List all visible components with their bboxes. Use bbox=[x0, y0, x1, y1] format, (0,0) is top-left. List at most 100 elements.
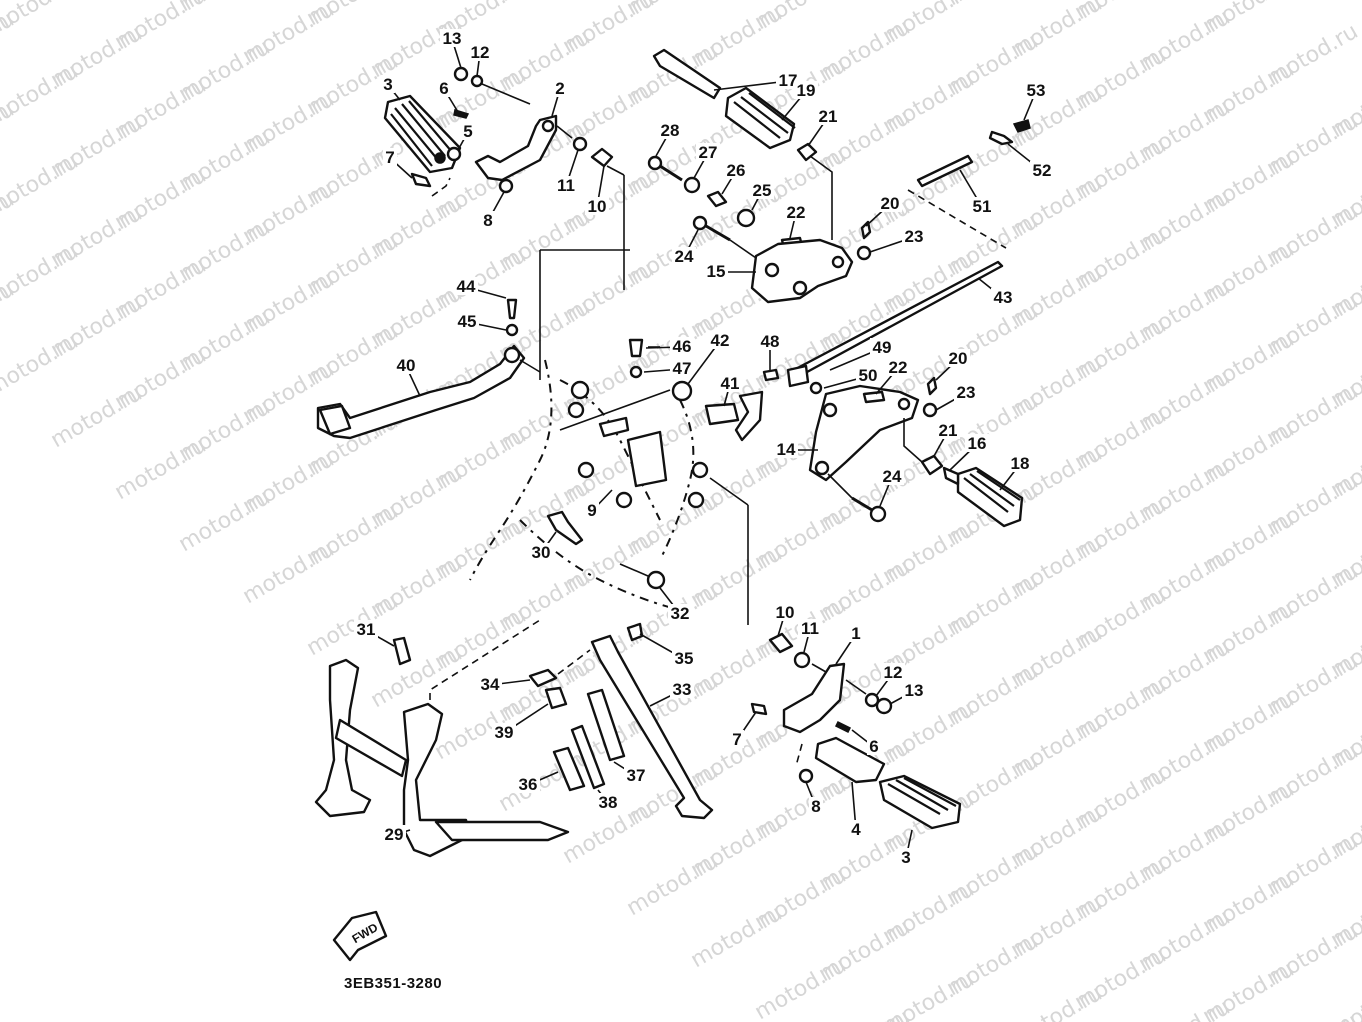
washer-part-47[interactable] bbox=[629, 365, 643, 379]
callout-part-number[interactable]: 51 bbox=[973, 197, 992, 216]
callout-part-number[interactable]: 25 bbox=[753, 181, 772, 200]
cotter-part-53[interactable] bbox=[1012, 119, 1031, 133]
callout-part-number[interactable]: 2 bbox=[555, 79, 564, 98]
callout-part-number[interactable]: 22 bbox=[889, 358, 908, 377]
plunger-part-7-b[interactable] bbox=[750, 702, 768, 716]
footrest-bracket-part-2[interactable] bbox=[474, 114, 558, 182]
bracket-part-39[interactable] bbox=[544, 686, 568, 710]
clevis-part-49[interactable] bbox=[786, 364, 810, 388]
spring-part-31[interactable] bbox=[392, 636, 412, 666]
callout-part-number[interactable]: 24 bbox=[675, 247, 694, 266]
callout-part-number[interactable]: 45 bbox=[458, 312, 477, 331]
callout-part-number[interactable]: 8 bbox=[811, 797, 820, 816]
bolt-part-44[interactable] bbox=[506, 298, 518, 320]
callout-part-number[interactable]: 17 bbox=[779, 71, 798, 90]
callout-part-number[interactable]: 6 bbox=[439, 79, 448, 98]
spring-part-20[interactable] bbox=[860, 220, 872, 240]
callout-part-number[interactable]: 39 bbox=[495, 723, 514, 742]
callout-part-number[interactable]: 16 bbox=[968, 434, 987, 453]
callout-part-number[interactable]: 28 bbox=[661, 121, 680, 140]
washer-part-11[interactable] bbox=[572, 136, 588, 152]
washer-part-23-b[interactable] bbox=[922, 402, 938, 418]
callout-part-number[interactable]: 22 bbox=[787, 203, 806, 222]
callout-part-number[interactable]: 21 bbox=[819, 107, 838, 126]
callout-part-number[interactable]: 43 bbox=[994, 288, 1013, 307]
side-stand-part-33[interactable] bbox=[590, 634, 714, 820]
callout-part-number[interactable]: 9 bbox=[587, 501, 596, 520]
bolt-part-28[interactable] bbox=[647, 155, 683, 182]
collar-part-10-b[interactable] bbox=[768, 632, 794, 654]
callout-part-number[interactable]: 47 bbox=[673, 359, 692, 378]
callout-part-number[interactable]: 3 bbox=[383, 75, 392, 94]
callout-part-number[interactable]: 29 bbox=[385, 825, 404, 844]
footrest-bracket-part-1[interactable] bbox=[782, 662, 846, 734]
washer-part-27[interactable] bbox=[683, 176, 701, 194]
footrest-bracket-part-15[interactable] bbox=[750, 238, 854, 304]
callout-part-number[interactable]: 50 bbox=[859, 366, 878, 385]
nut-part-13[interactable] bbox=[453, 66, 469, 82]
brake-shaft-part-41[interactable] bbox=[704, 390, 764, 442]
callout-part-number[interactable]: 10 bbox=[588, 197, 607, 216]
footrest-rubber-part-3-b[interactable] bbox=[878, 774, 962, 830]
callout-part-number[interactable]: 23 bbox=[905, 227, 924, 246]
callout-part-number[interactable]: 38 bbox=[599, 793, 618, 812]
callout-part-number[interactable]: 12 bbox=[884, 663, 903, 682]
footrest-pin-part-17[interactable] bbox=[652, 48, 722, 100]
callout-part-number[interactable]: 12 bbox=[471, 43, 490, 62]
joint-part-48[interactable] bbox=[762, 368, 780, 382]
pivot-shaft-part-30[interactable] bbox=[546, 510, 584, 546]
callout-part-number[interactable]: 18 bbox=[1011, 454, 1030, 473]
washer-part-8-b[interactable] bbox=[798, 768, 814, 784]
callout-part-number[interactable]: 49 bbox=[873, 338, 892, 357]
callout-part-number[interactable]: 44 bbox=[457, 277, 476, 296]
callout-part-number[interactable]: 13 bbox=[443, 29, 462, 48]
spring-part-42[interactable] bbox=[671, 380, 693, 402]
callout-part-number[interactable]: 34 bbox=[481, 675, 500, 694]
collar-part-26[interactable] bbox=[706, 190, 728, 208]
plate-part-21-b[interactable] bbox=[920, 454, 944, 476]
callout-part-number[interactable]: 53 bbox=[1027, 81, 1046, 100]
callout-part-number[interactable]: 23 bbox=[957, 383, 976, 402]
callout-part-number[interactable]: 7 bbox=[385, 148, 394, 167]
plunger-part-7[interactable] bbox=[410, 172, 432, 188]
footrest-rubber-part-19[interactable] bbox=[724, 86, 796, 150]
callout-part-number[interactable]: 26 bbox=[727, 161, 746, 180]
bolt-part-46[interactable] bbox=[628, 338, 644, 358]
brake-pedal-part-40[interactable] bbox=[316, 344, 526, 440]
callout-part-number[interactable]: 35 bbox=[675, 649, 694, 668]
nut-part-12[interactable] bbox=[470, 74, 484, 88]
washer-part-11-b[interactable] bbox=[793, 651, 811, 669]
collar-part-10[interactable] bbox=[590, 147, 614, 168]
callout-part-number[interactable]: 21 bbox=[939, 421, 958, 440]
callout-part-number[interactable]: 1 bbox=[851, 624, 860, 643]
bracket-part-9b[interactable] bbox=[626, 430, 668, 488]
bolt-part-34[interactable] bbox=[528, 668, 558, 688]
spring-part-37[interactable] bbox=[586, 688, 626, 762]
bolt-part-24-b[interactable] bbox=[851, 496, 887, 523]
footrest-part-4[interactable] bbox=[814, 736, 886, 784]
callout-part-number[interactable]: 52 bbox=[1033, 161, 1052, 180]
callout-part-number[interactable]: 19 bbox=[797, 81, 816, 100]
pin-part-52[interactable] bbox=[988, 130, 1014, 146]
callout-part-number[interactable]: 11 bbox=[557, 176, 575, 195]
pin-part-22-b[interactable] bbox=[862, 390, 886, 404]
callout-part-number[interactable]: 8 bbox=[483, 211, 492, 230]
callout-part-number[interactable]: 41 bbox=[721, 374, 740, 393]
spring-part-20-b[interactable] bbox=[926, 376, 938, 396]
callout-part-number[interactable]: 11 bbox=[801, 619, 819, 638]
bolt-part-24[interactable] bbox=[692, 215, 731, 242]
callout-part-number[interactable]: 48 bbox=[761, 332, 780, 351]
callout-part-number[interactable]: 33 bbox=[673, 680, 692, 699]
clip-part-6-b[interactable] bbox=[834, 720, 852, 734]
callout-part-number[interactable]: 10 bbox=[776, 603, 795, 622]
callout-part-number[interactable]: 20 bbox=[881, 194, 900, 213]
callout-part-number[interactable]: 3 bbox=[901, 848, 910, 867]
collar-part-32[interactable] bbox=[646, 570, 666, 590]
clip-part-50[interactable] bbox=[809, 381, 823, 395]
washer-part-12-b[interactable] bbox=[864, 692, 880, 708]
callout-part-number[interactable]: 13 bbox=[905, 681, 924, 700]
callout-part-number[interactable]: 30 bbox=[532, 543, 551, 562]
callout-part-number[interactable]: 46 bbox=[673, 337, 692, 356]
callout-part-number[interactable]: 5 bbox=[463, 122, 472, 141]
callout-part-number[interactable]: 7 bbox=[732, 730, 741, 749]
